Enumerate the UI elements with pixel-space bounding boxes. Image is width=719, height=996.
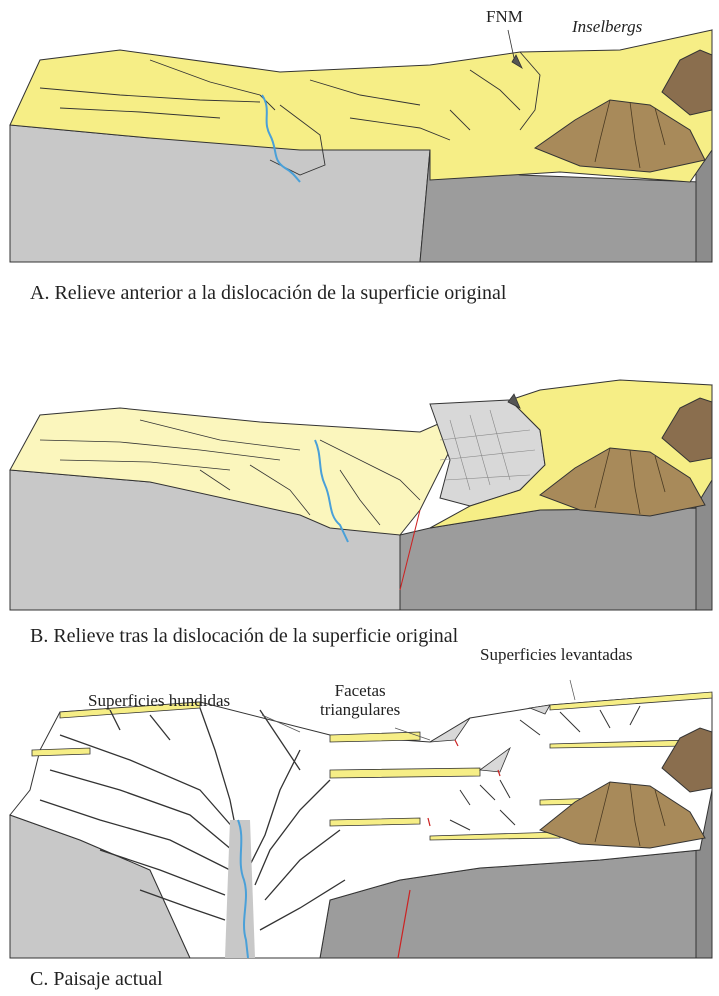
label-raised-surfaces: Superficies levantadas — [480, 646, 632, 665]
panel-b: B. Relieve tras la dislocación de la sup… — [0, 330, 719, 660]
caption-c: C. Paisaje actual — [30, 968, 163, 991]
panel-c: Superficies hundidas Facetas triangulare… — [0, 640, 719, 996]
label-facets-line1: Facetas — [320, 682, 400, 701]
label-triangular-facets: Facetas triangulares — [320, 682, 400, 719]
block-diagram-b — [0, 330, 719, 615]
caption-a: A. Relieve anterior a la dislocación de … — [30, 282, 506, 305]
label-facets-line2: triangulares — [320, 701, 400, 720]
label-sunken-surfaces: Superficies hundidas — [88, 692, 230, 711]
label-inselbergs: Inselbergs — [572, 18, 642, 37]
label-fnm: FNM — [486, 8, 523, 27]
floodplain — [225, 820, 255, 958]
panel-a: FNM Inselbergs A. Relieve anterior a la … — [0, 0, 719, 320]
block-diagram-a — [0, 0, 719, 270]
